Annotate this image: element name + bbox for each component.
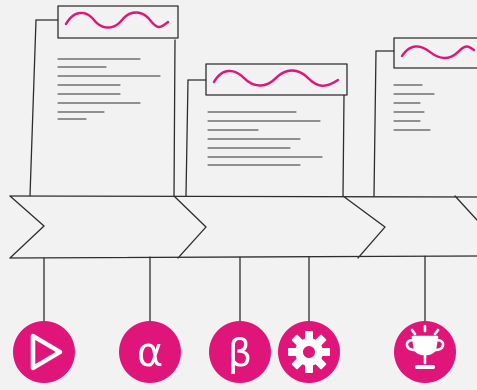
play-badge [13,321,75,383]
card-1 [29,5,179,197]
milestone-play [13,321,75,383]
card-3-title-box [393,37,477,69]
milestone-alpha: α [119,321,181,383]
alpha-icon: α [137,330,163,376]
alpha-badge [119,321,181,383]
card-2-title-box [205,63,348,96]
card-1-title-box [57,5,179,39]
beta-badge [209,321,271,383]
card-2-text-lines [207,111,323,166]
milestone-beta: β [209,321,271,383]
card-2 [185,63,348,197]
beta-icon: β [228,331,252,375]
milestone-connectors [43,255,426,323]
milestone-settings [278,321,340,383]
milestone-trophy [394,321,456,383]
card-3-text-lines [393,84,435,131]
card-3 [373,37,477,197]
trophy-icon [405,324,445,369]
gear-icon [288,331,330,373]
timeline-arrow-band [9,195,477,259]
play-icon [30,333,63,371]
card-1-text-lines [57,58,161,120]
